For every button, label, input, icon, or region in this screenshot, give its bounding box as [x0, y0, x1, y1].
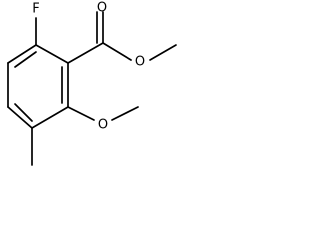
bond-ester-oxygen-methyl [149, 44, 177, 61]
ring-bond-c3-c4 [7, 106, 33, 129]
fluorine-label: F [32, 2, 39, 17]
bond-ring-ether-oxygen [67, 106, 95, 121]
ether-oxygen-label: O [98, 118, 108, 133]
bond-ring-carbonyl [67, 42, 104, 64]
bond-carbonyl-ester-oxygen [102, 42, 132, 61]
chemical-structure: F O O O [7, 1, 177, 166]
ester-oxygen-label: O [135, 55, 145, 70]
ring-bond-c6-c1 [35, 44, 69, 64]
ring-bond-c5-c6 [7, 44, 37, 64]
ring-inner-bond-c5-c6 [14, 51, 37, 68]
ring-inner-bond-c3-c4 [14, 103, 33, 122]
ring-bond-c2-c3 [31, 106, 69, 129]
bond-ether-oxygen-methyl [111, 106, 139, 121]
carbonyl-oxygen-label: O [97, 1, 107, 16]
